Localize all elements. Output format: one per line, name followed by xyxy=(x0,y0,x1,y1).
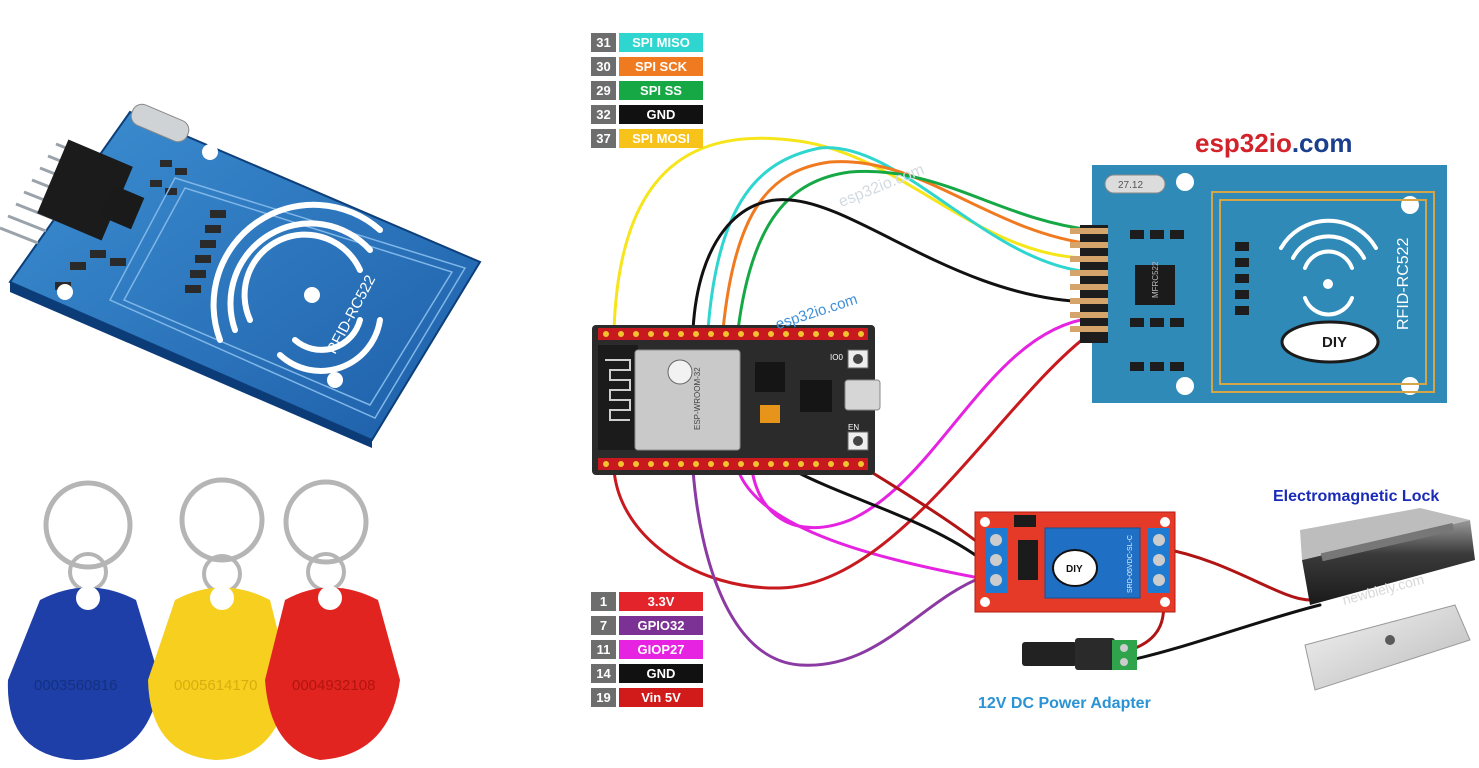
esp-en-label: EN xyxy=(848,423,859,432)
pin-number: 29 xyxy=(591,81,616,100)
relay-module: DIY SRD-05VDC-SL-C xyxy=(974,511,1176,613)
rfid-chip-label: MFRC522 xyxy=(1151,261,1160,298)
pin-number: 19 xyxy=(591,688,616,707)
esp-module-label: ESP-WROOM-32 xyxy=(693,367,702,430)
lock-label: Electromagnetic Lock xyxy=(1273,488,1440,505)
wire-gnd-rfid xyxy=(691,198,1094,332)
pin-number: 30 xyxy=(591,57,616,76)
pin-number: 11 xyxy=(591,640,616,659)
pin-label: SPI MISO xyxy=(619,33,703,52)
electromagnetic-lock xyxy=(1300,508,1475,691)
tag2-number: 0005614170 xyxy=(174,677,257,694)
pin-label: 3.3V xyxy=(619,592,703,611)
crystal-label: 27.12 xyxy=(1118,180,1143,191)
pin-label: GND xyxy=(619,664,703,683)
pin-number: 32 xyxy=(591,105,616,124)
pin-label: SPI MOSI xyxy=(619,129,703,148)
wire-sck xyxy=(721,160,1094,332)
pin-label: GIOP27 xyxy=(619,640,703,659)
adapter-label: 12V DC Power Adapter xyxy=(978,695,1151,712)
pin-label: GND xyxy=(619,105,703,124)
esp-boot-label: IO0 xyxy=(830,353,843,362)
pin-number: 1 xyxy=(591,592,616,611)
tag1-number: 0003560816 xyxy=(34,677,117,694)
wire-gnd-relay xyxy=(791,468,987,564)
wire-lock-neg xyxy=(1128,603,1322,662)
pin-label: Vin 5V xyxy=(619,688,703,707)
tag3-number: 0004932108 xyxy=(292,677,375,694)
wire-3v3 xyxy=(612,330,1094,590)
pin-label: GPIO32 xyxy=(619,616,703,635)
brand-prefix: esp32io xyxy=(1195,128,1292,158)
pin-number: 31 xyxy=(591,33,616,52)
relay-diy-logo: DIY xyxy=(1066,564,1083,575)
pin-number: 7 xyxy=(591,616,616,635)
rfid-module-photo: RFID-RC522 xyxy=(0,103,482,448)
wire-gpio32 xyxy=(691,468,987,667)
rfid-board-label: RFID-RC522 xyxy=(1395,237,1412,330)
relay-model-label: SRD-05VDC-SL-C xyxy=(1127,535,1134,593)
red-tag xyxy=(265,587,400,760)
esp32-board: ESP-WROOM-32 EN IO0 xyxy=(592,325,881,475)
brand-logo: esp32io.com xyxy=(1195,128,1353,159)
pin-number: 37 xyxy=(591,129,616,148)
dc-power-adapter xyxy=(1022,638,1137,670)
wire-mosi xyxy=(612,136,1094,332)
pin-number: 14 xyxy=(591,664,616,683)
blue-tag xyxy=(7,587,161,760)
wire-vin xyxy=(866,468,987,550)
wire-gpio27 xyxy=(750,316,1094,530)
wires xyxy=(612,136,1322,667)
pin-label: SPI SS xyxy=(619,81,703,100)
rfid-rc522-board: 27.12 MFRC522 DIY RFID-RC522 xyxy=(1070,165,1447,403)
yellow-tag xyxy=(148,587,290,760)
brand-suffix: .com xyxy=(1291,128,1353,158)
wire-ss xyxy=(736,169,1094,332)
wire-gpio27-relay xyxy=(736,468,992,582)
rfid-diy-logo: DIY xyxy=(1322,334,1347,351)
pin-label: SPI SCK xyxy=(619,57,703,76)
key-fob-tags: 0003560816 0005614170 0004932108 xyxy=(7,477,400,760)
wire-lock-pos xyxy=(1158,546,1312,602)
